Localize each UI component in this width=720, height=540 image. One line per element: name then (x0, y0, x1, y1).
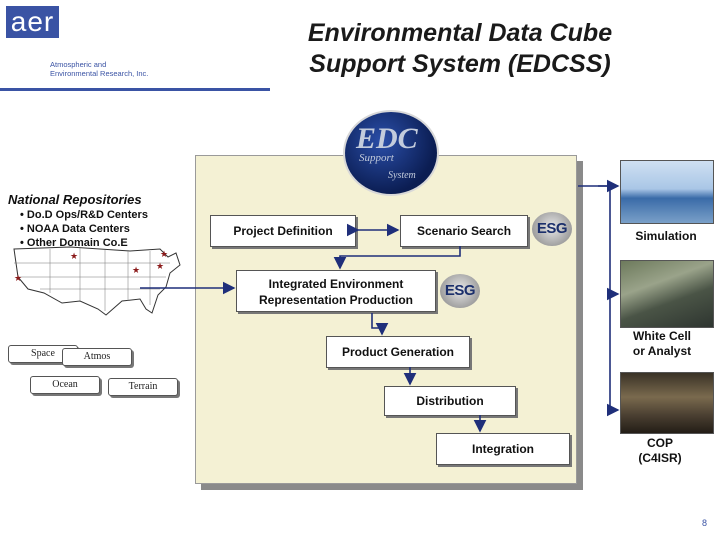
simulation-image (620, 160, 714, 224)
edc-logo-text: EDC (356, 122, 418, 155)
svg-text:★: ★ (156, 261, 164, 271)
edc-logo (345, 112, 437, 194)
aer-logo: aer (6, 6, 59, 38)
white-cell-label: White Cell or Analyst (612, 329, 712, 359)
cop-line1: COP (646, 436, 673, 450)
cop-line2: (C4ISR) (638, 451, 682, 465)
esg-icon: ESG (440, 274, 480, 308)
svg-text:★: ★ (70, 251, 78, 261)
store-space: Space (8, 345, 78, 363)
svg-text:★: ★ (14, 273, 22, 283)
esg-icon: ESG (532, 212, 572, 246)
white-cell-image (620, 260, 714, 328)
page-number: 8 (702, 518, 708, 528)
cop-label: COP (C4ISR) (620, 436, 700, 466)
integrated-representation-box: Integrated Environment Representation Pr… (236, 270, 436, 312)
page-title: Environmental Data Cube Support System (… (250, 18, 670, 80)
integrated-line1: Integrated Environment (268, 277, 404, 291)
edc-logo-support: Support (359, 152, 394, 164)
white-cell-line1: White Cell (632, 329, 691, 343)
title-line1: Environmental Data Cube (307, 19, 613, 47)
logo-subtitle: Atmospheric and Environmental Research, … (50, 60, 160, 78)
us-map-icon: ★ ★ ★ ★ ★ (13, 246, 181, 316)
header-rule (0, 88, 270, 91)
scenario-search-box: Scenario Search (400, 215, 528, 247)
logo-text: aer (10, 6, 55, 37)
title-line2: Support System (EDCSS) (309, 50, 611, 78)
repository-item: NOAA Data Centers (20, 222, 148, 236)
logo-subtitle-line1: Atmospheric and (50, 60, 107, 69)
logo-subtitle-line2: Environmental Research, Inc. (50, 69, 149, 78)
integration-box: Integration (436, 433, 570, 465)
product-generation-box: Product Generation (326, 336, 470, 368)
store-ocean: Ocean (30, 376, 100, 394)
simulation-label: Simulation (635, 229, 697, 243)
cop-image (620, 372, 714, 434)
store-atmos: Atmos (62, 348, 132, 366)
svg-text:★: ★ (132, 265, 140, 275)
repositories-heading: National Repositories (8, 192, 142, 207)
svg-text:★: ★ (160, 249, 168, 259)
distribution-box: Distribution (384, 386, 516, 416)
repository-item: Other Domain Co.E (20, 236, 148, 250)
store-terrain: Terrain (108, 378, 178, 396)
integrated-line2: Representation Production (258, 293, 413, 307)
repositories-list: Do.D Ops/R&D Centers NOAA Data Centers O… (20, 208, 148, 250)
edc-logo-system: System (388, 170, 416, 181)
process-panel (195, 155, 577, 484)
project-definition-box: Project Definition (210, 215, 356, 247)
white-cell-line2: or Analyst (632, 344, 692, 358)
repository-item: Do.D Ops/R&D Centers (20, 208, 148, 222)
